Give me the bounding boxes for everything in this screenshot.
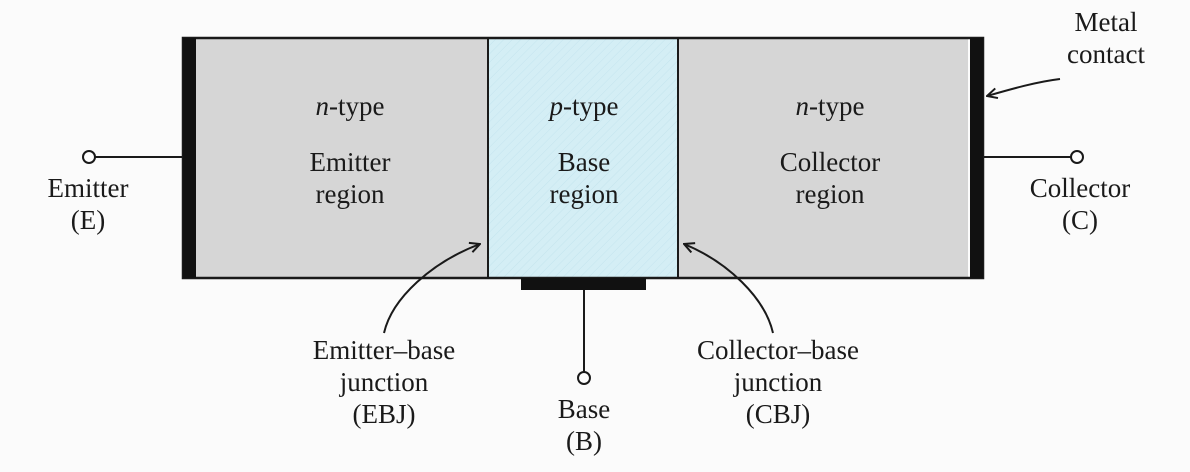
emitter-terminal-label: Emitter (E): [28, 172, 148, 236]
base-metal-contact: [521, 278, 646, 290]
base-region-block: [488, 39, 678, 277]
emitter-metal-contact: [183, 38, 196, 278]
collector-region-block: [678, 39, 968, 277]
collector-metal-contact: [970, 38, 983, 278]
emitter-type-label: n-type: [315, 91, 385, 121]
ebj-pointer-arrow: [383, 244, 480, 334]
ebj-label-line1: Emitter–base: [312, 335, 456, 365]
base-terminal-name: Base: [557, 394, 611, 424]
emitter-region-block: [195, 39, 488, 277]
collector-region-name: Collector: [779, 147, 881, 177]
collector-region-label: n-type Collector region: [755, 90, 905, 210]
emitter-terminal-symbol: (E): [70, 205, 106, 235]
collector-region-word: region: [795, 179, 865, 209]
metal-contact-label: Metal contact: [1046, 6, 1166, 70]
ebj-label-line2: junction: [339, 367, 429, 397]
base-terminal-label: Base (B): [524, 393, 644, 457]
emitter-terminal-name: Emitter: [47, 173, 129, 203]
collector-terminal-name: Collector: [1029, 173, 1131, 203]
collector-terminal-label: Collector (C): [1010, 172, 1150, 236]
collector-terminal-node: [1070, 150, 1084, 164]
ebj-label: Emitter–base junction (EBJ): [279, 334, 489, 430]
metal-contact-line1: Metal: [1074, 7, 1138, 37]
metal-contact-line2: contact: [1067, 39, 1145, 69]
cbj-label-line2: junction: [733, 367, 823, 397]
base-region-name: Base: [557, 147, 611, 177]
base-region-label: p-type Base region: [514, 90, 654, 210]
base-region-word: region: [549, 179, 619, 209]
cbj-label-line3: (CBJ): [745, 399, 811, 429]
base-type-label: p-type: [549, 91, 619, 121]
emitter-region-word: region: [315, 179, 385, 209]
metal-contact-pointer-arrow: [987, 78, 1061, 96]
collector-terminal-symbol: (C): [1062, 205, 1098, 235]
cbj-label: Collector–base junction (CBJ): [668, 334, 888, 430]
base-terminal-node: [577, 371, 591, 385]
base-terminal-symbol: (B): [566, 426, 602, 456]
emitter-terminal-node: [82, 150, 96, 164]
cbj-label-line1: Collector–base: [697, 335, 859, 365]
cbj-pointer-arrow: [684, 244, 774, 334]
emitter-region-label: n-type Emitter region: [280, 90, 420, 210]
emitter-region-name: Emitter: [309, 147, 391, 177]
ebj-label-line3: (EBJ): [352, 399, 416, 429]
collector-type-label: n-type: [795, 91, 865, 121]
